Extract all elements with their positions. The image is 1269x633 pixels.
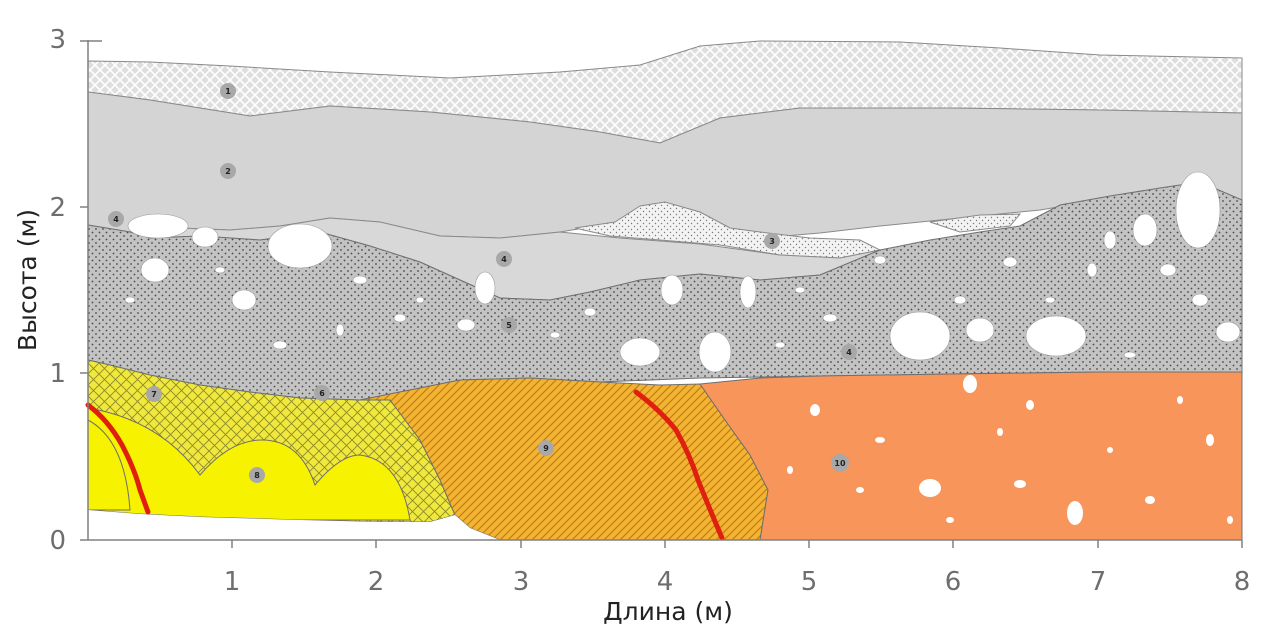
gravel-pebbles [124, 171, 1241, 373]
y-tick-label: 2 [49, 193, 66, 223]
x-axis-title: Длина (м) [603, 597, 733, 626]
marker-label: 2 [225, 167, 231, 176]
marker-label: 8 [254, 471, 260, 480]
marker-label: 1 [225, 87, 231, 96]
layer-marker: 4 [108, 211, 124, 227]
layer-10-solid [699, 371, 1243, 541]
x-tick-label: 3 [513, 567, 530, 597]
marker-label: 10 [834, 459, 846, 468]
layer-markers: 1 2 4 4 3 5 4 6 7 8 9 10 [108, 83, 857, 483]
marker-label: 5 [506, 321, 512, 330]
x-tick-label: 2 [368, 567, 385, 597]
x-tick-label: 8 [1234, 567, 1251, 597]
y-tick-label: 3 [49, 25, 66, 55]
fault-line-left [85, 402, 151, 515]
layer-marker: 6 [314, 385, 330, 401]
layer-10-pebbles [787, 375, 1233, 525]
marker-label: 4 [501, 255, 507, 264]
layer-marker: 9 [538, 440, 554, 456]
x-tick-label: 5 [801, 567, 818, 597]
fault-lines [85, 389, 725, 541]
marker-label: 7 [151, 390, 157, 399]
marker-label: 6 [319, 389, 325, 398]
layer-marker: 4 [841, 344, 857, 360]
layer-8-left-lobe [87, 419, 131, 511]
layer-3-dotted-lens [574, 201, 882, 259]
y-tick-labels: 0 1 2 3 [49, 25, 66, 556]
layer-marker: 5 [501, 317, 517, 333]
marker-label: 3 [769, 237, 775, 246]
layer-3-dotted-lens-right [929, 213, 1022, 233]
x-tick-labels: 1 2 3 4 5 6 7 8 [224, 567, 1251, 597]
layer-marker: 10 [831, 454, 849, 472]
layer-8-arches [87, 407, 411, 521]
marker-label: 4 [846, 348, 852, 357]
y-tick-label: 0 [49, 526, 66, 556]
marker-label: 4 [113, 215, 119, 224]
layer-marker: 2 [220, 163, 236, 179]
axes [80, 40, 1243, 548]
y-axis-title: Высота (м) [13, 209, 42, 351]
fault-line-right [633, 389, 725, 541]
layer-marker: 4 [496, 251, 512, 267]
y-tick-label: 1 [49, 359, 66, 389]
x-tick-label: 7 [1090, 567, 1107, 597]
x-tick-label: 4 [657, 567, 674, 597]
x-tick-label: 6 [945, 567, 962, 597]
layer-marker: 3 [764, 233, 780, 249]
layer-marker: 8 [249, 467, 265, 483]
layer-marker: 1 [220, 83, 236, 99]
bottom-unexcavated [88, 510, 500, 540]
layer-marker: 7 [146, 386, 162, 402]
x-tick-label: 1 [224, 567, 241, 597]
marker-label: 9 [543, 444, 549, 453]
